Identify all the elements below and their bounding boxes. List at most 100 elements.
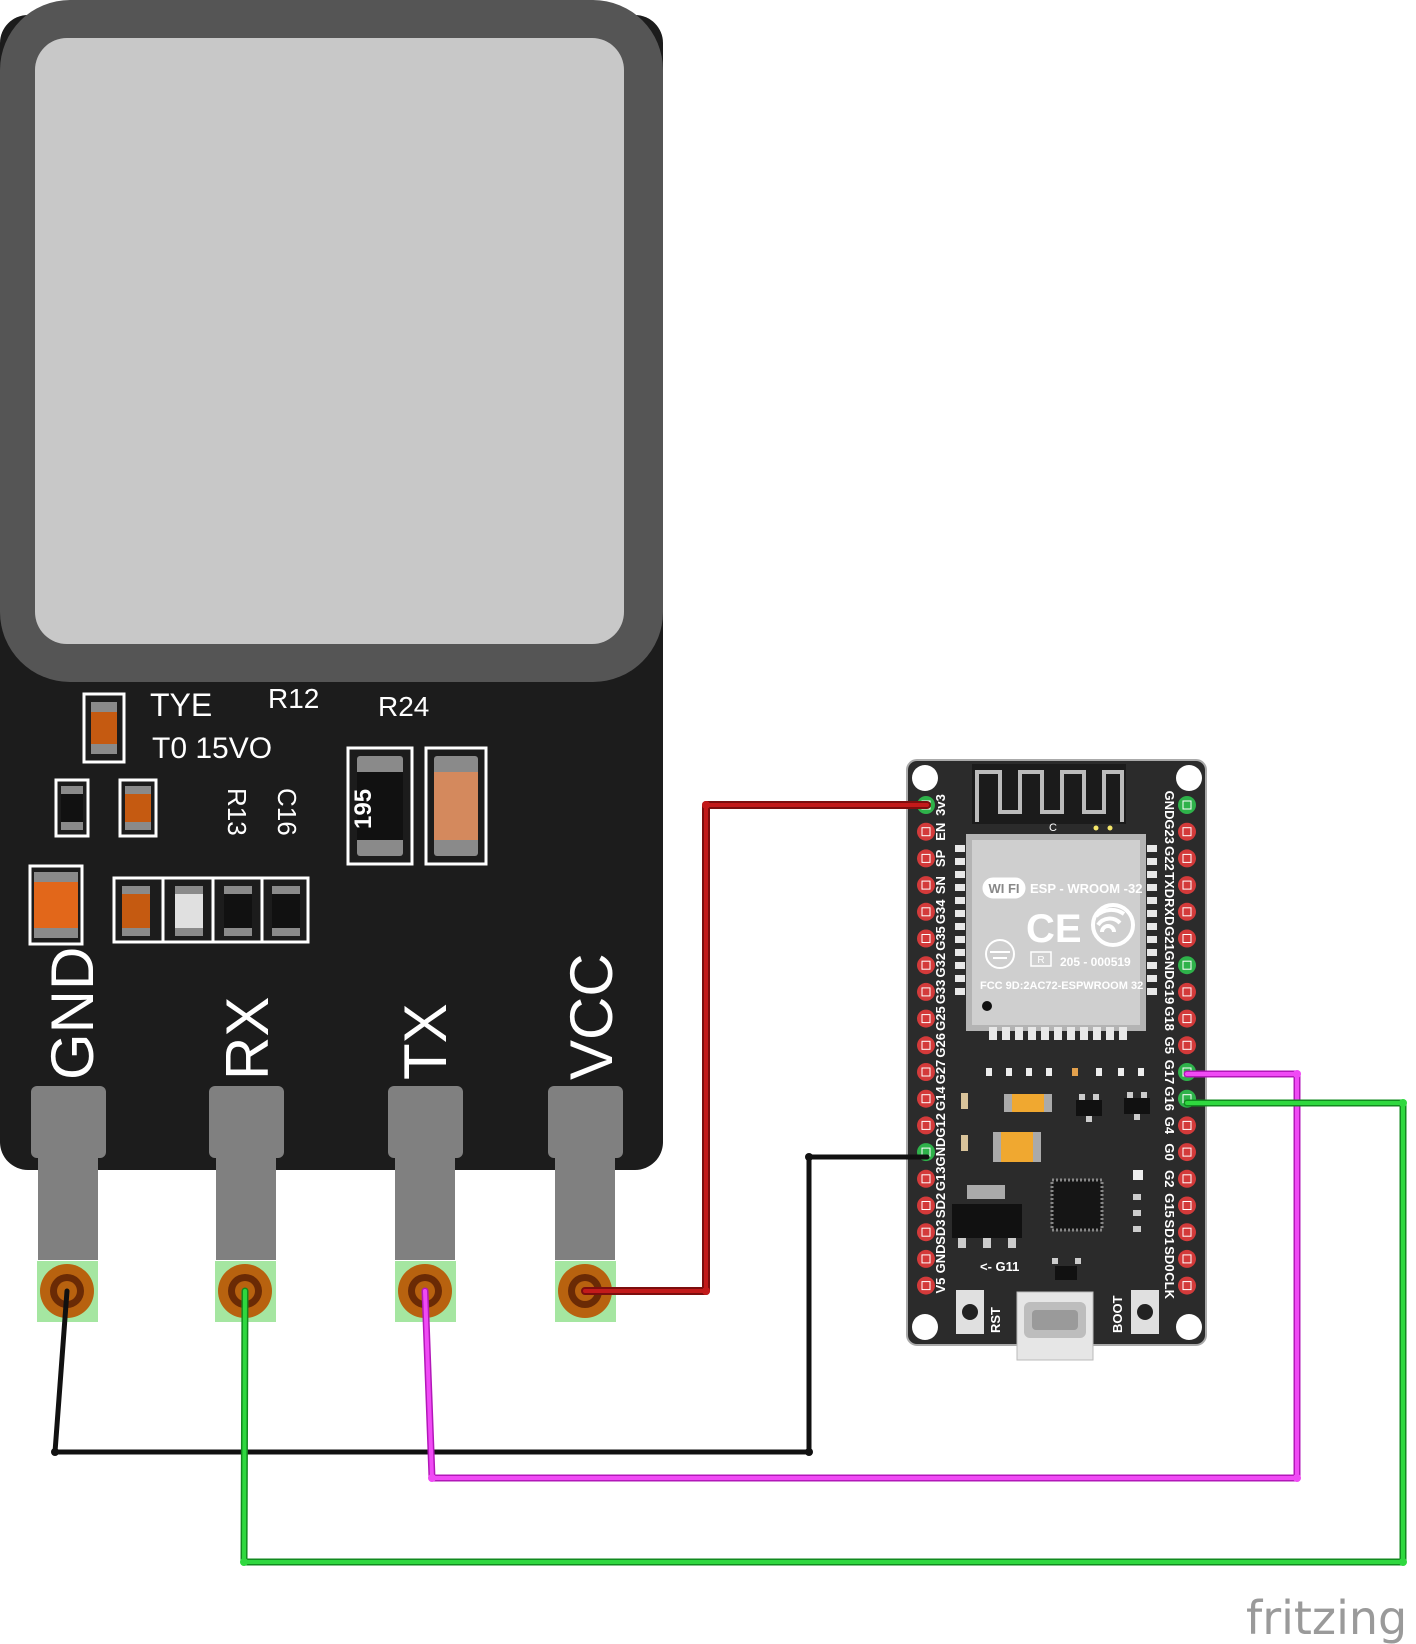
sensor-pin-gnd-label: GND — [39, 947, 106, 1080]
esp32-pin-label: G16 — [1162, 1086, 1177, 1111]
pin-pad[interactable] — [1178, 1169, 1196, 1188]
pin-pad-mark — [921, 827, 931, 837]
esp32-pin-g14[interactable]: G14 — [917, 1086, 948, 1111]
esp-wroom-module: WI FI ESP - WROOM -32 CE R 205 - 000519 … — [966, 834, 1146, 1031]
esp32-pin-g2[interactable]: G2 — [1162, 1169, 1196, 1188]
esp32-pin-sn[interactable]: SN — [917, 876, 948, 894]
pin-pad[interactable] — [1178, 956, 1196, 975]
esp32-pin-gnd[interactable]: GND — [1162, 791, 1196, 820]
esp32-pin-label: G35 — [933, 926, 948, 951]
pin-pad-mark — [921, 987, 931, 997]
esp32-pin-label: EN — [933, 823, 948, 841]
esp32-pin-g26[interactable]: G26 — [917, 1033, 948, 1058]
esp32-pin-label: TXD — [1162, 872, 1177, 898]
pin-pad[interactable] — [1178, 1036, 1196, 1055]
pin-pad-mark — [1182, 987, 1192, 997]
esp32-pin-label: G21 — [1162, 926, 1177, 951]
sensor-pin-rx-label: RX — [214, 997, 281, 1080]
esp32-pin-label: G26 — [933, 1033, 948, 1058]
esp32-pin-sd3[interactable]: SD3 — [917, 1220, 948, 1245]
pin-pad[interactable] — [1178, 982, 1196, 1001]
sensor-pin-gnd[interactable]: GND — [31, 947, 106, 1260]
esp32-pin-g27[interactable]: G27 — [917, 1060, 948, 1085]
sensor-solder-pads — [37, 1261, 616, 1322]
smd-components — [28, 692, 488, 946]
pin-pad[interactable] — [1178, 849, 1196, 868]
esp32-pin-g12[interactable]: G12 — [917, 1113, 948, 1138]
esp32-pin-label: G14 — [933, 1086, 948, 1111]
esp32-pin-label: GND — [1162, 791, 1177, 820]
sensor-pin-rx[interactable]: RX — [209, 997, 284, 1260]
pin-pad-mark — [1182, 827, 1192, 837]
esp32-pin-label: V5 — [933, 1278, 948, 1294]
pin-pad[interactable] — [1178, 902, 1196, 921]
esp32-pin-label: SD3 — [933, 1220, 948, 1245]
esp32-pin-g33[interactable]: G33 — [917, 980, 948, 1005]
esp32-pin-g34[interactable]: G34 — [917, 899, 948, 924]
silkscreen-line1: TYE — [150, 687, 212, 723]
rst-button[interactable] — [956, 1290, 984, 1334]
board-components — [952, 1068, 1150, 1280]
pin-pad[interactable] — [1178, 1009, 1196, 1028]
esp32-pin-g35[interactable]: G35 — [917, 926, 948, 951]
sensor-pin-tx[interactable]: TX — [388, 1003, 463, 1260]
module-name: ESP - WROOM -32 — [1030, 881, 1142, 896]
esp32-pin-label: G33 — [933, 980, 948, 1005]
pin-pad[interactable] — [1178, 1116, 1196, 1135]
esp32-pin-v5[interactable]: V5 — [917, 1276, 948, 1295]
esp32-pin-g5[interactable]: G5 — [1162, 1036, 1196, 1055]
esp32-pin-g18[interactable]: G18 — [1162, 1006, 1196, 1031]
mount-hole — [912, 765, 938, 791]
pin-pad[interactable] — [1178, 1249, 1196, 1268]
pin-pad[interactable] — [1178, 1196, 1196, 1215]
esp32-right-header: GNDG23G22TXDRXDG21GNDG19G18G5G17G16G4G0G… — [1162, 791, 1196, 1300]
mount-hole — [1176, 1314, 1202, 1340]
wire-gnd-gnd[interactable] — [52, 1154, 930, 1455]
esp32-pin-g19[interactable]: G19 — [1162, 980, 1196, 1005]
pin-pad-mark — [921, 853, 931, 863]
esp32-pin-gnd[interactable]: GND — [1162, 951, 1196, 980]
pin-pad-mark — [1182, 1254, 1192, 1264]
esp32-pin-g21[interactable]: G21 — [1162, 926, 1196, 951]
esp32-pin-sd1[interactable]: SD1 — [1162, 1220, 1196, 1245]
pin-pad[interactable] — [1178, 1143, 1196, 1162]
pin-pad[interactable] — [1178, 876, 1196, 895]
pin-pad[interactable] — [1178, 929, 1196, 948]
esp32-pin-g15[interactable]: G15 — [1162, 1193, 1196, 1218]
pin-pad-mark — [1182, 1014, 1192, 1024]
esp32-pin-sd2[interactable]: SD2 — [917, 1193, 948, 1218]
pin-pad-mark — [921, 1201, 931, 1210]
esp32-pin-label: G27 — [933, 1060, 948, 1085]
esp32-pin-gnd[interactable]: GND — [917, 1244, 948, 1273]
esp32-pin-g13[interactable]: G13 — [917, 1167, 948, 1192]
pin-pad-mark — [1182, 1147, 1192, 1157]
esp32-pin-label: G0 — [1162, 1143, 1177, 1160]
esp32-pin-rxd[interactable]: RXD — [1162, 898, 1196, 926]
esp32-pin-g25[interactable]: G25 — [917, 1006, 948, 1031]
pin-pad-mark — [1182, 800, 1192, 810]
esp32-pin-label: SD2 — [933, 1193, 948, 1218]
esp32-pin-en[interactable]: EN — [917, 823, 948, 841]
boot-button[interactable] — [1131, 1290, 1159, 1334]
esp32-pin-3v3[interactable]: 3v3 — [917, 794, 948, 816]
pin-pad-mark — [921, 880, 931, 890]
esp32-pin-clk[interactable]: CLK — [1162, 1272, 1196, 1300]
pin-pad[interactable] — [1178, 1223, 1196, 1242]
pin-pad[interactable] — [1178, 1276, 1196, 1295]
esp32-pin-txd[interactable]: TXD — [1162, 872, 1196, 898]
esp32-pin-sd0[interactable]: SD0 — [1162, 1246, 1196, 1272]
esp32-pin-label: 3v3 — [933, 794, 948, 816]
esp32-pin-g4[interactable]: G4 — [1162, 1116, 1196, 1135]
esp32-pin-g22[interactable]: G22 — [1162, 846, 1196, 871]
esp32-pin-sp[interactable]: SP — [917, 849, 948, 868]
esp32-pin-label: G2 — [1162, 1170, 1177, 1187]
micro-usb-port[interactable] — [1016, 1291, 1094, 1361]
pin-pad-mark — [921, 1174, 931, 1184]
pin-pad[interactable] — [1178, 796, 1196, 814]
esp32-pin-g32[interactable]: G32 — [917, 953, 948, 978]
esp32-pin-g23[interactable]: G23 — [1162, 819, 1196, 844]
esp32-pin-g0[interactable]: G0 — [1162, 1143, 1196, 1162]
sensor-pin-vcc[interactable]: VCC — [548, 953, 625, 1260]
pin-pad[interactable] — [1178, 822, 1196, 841]
